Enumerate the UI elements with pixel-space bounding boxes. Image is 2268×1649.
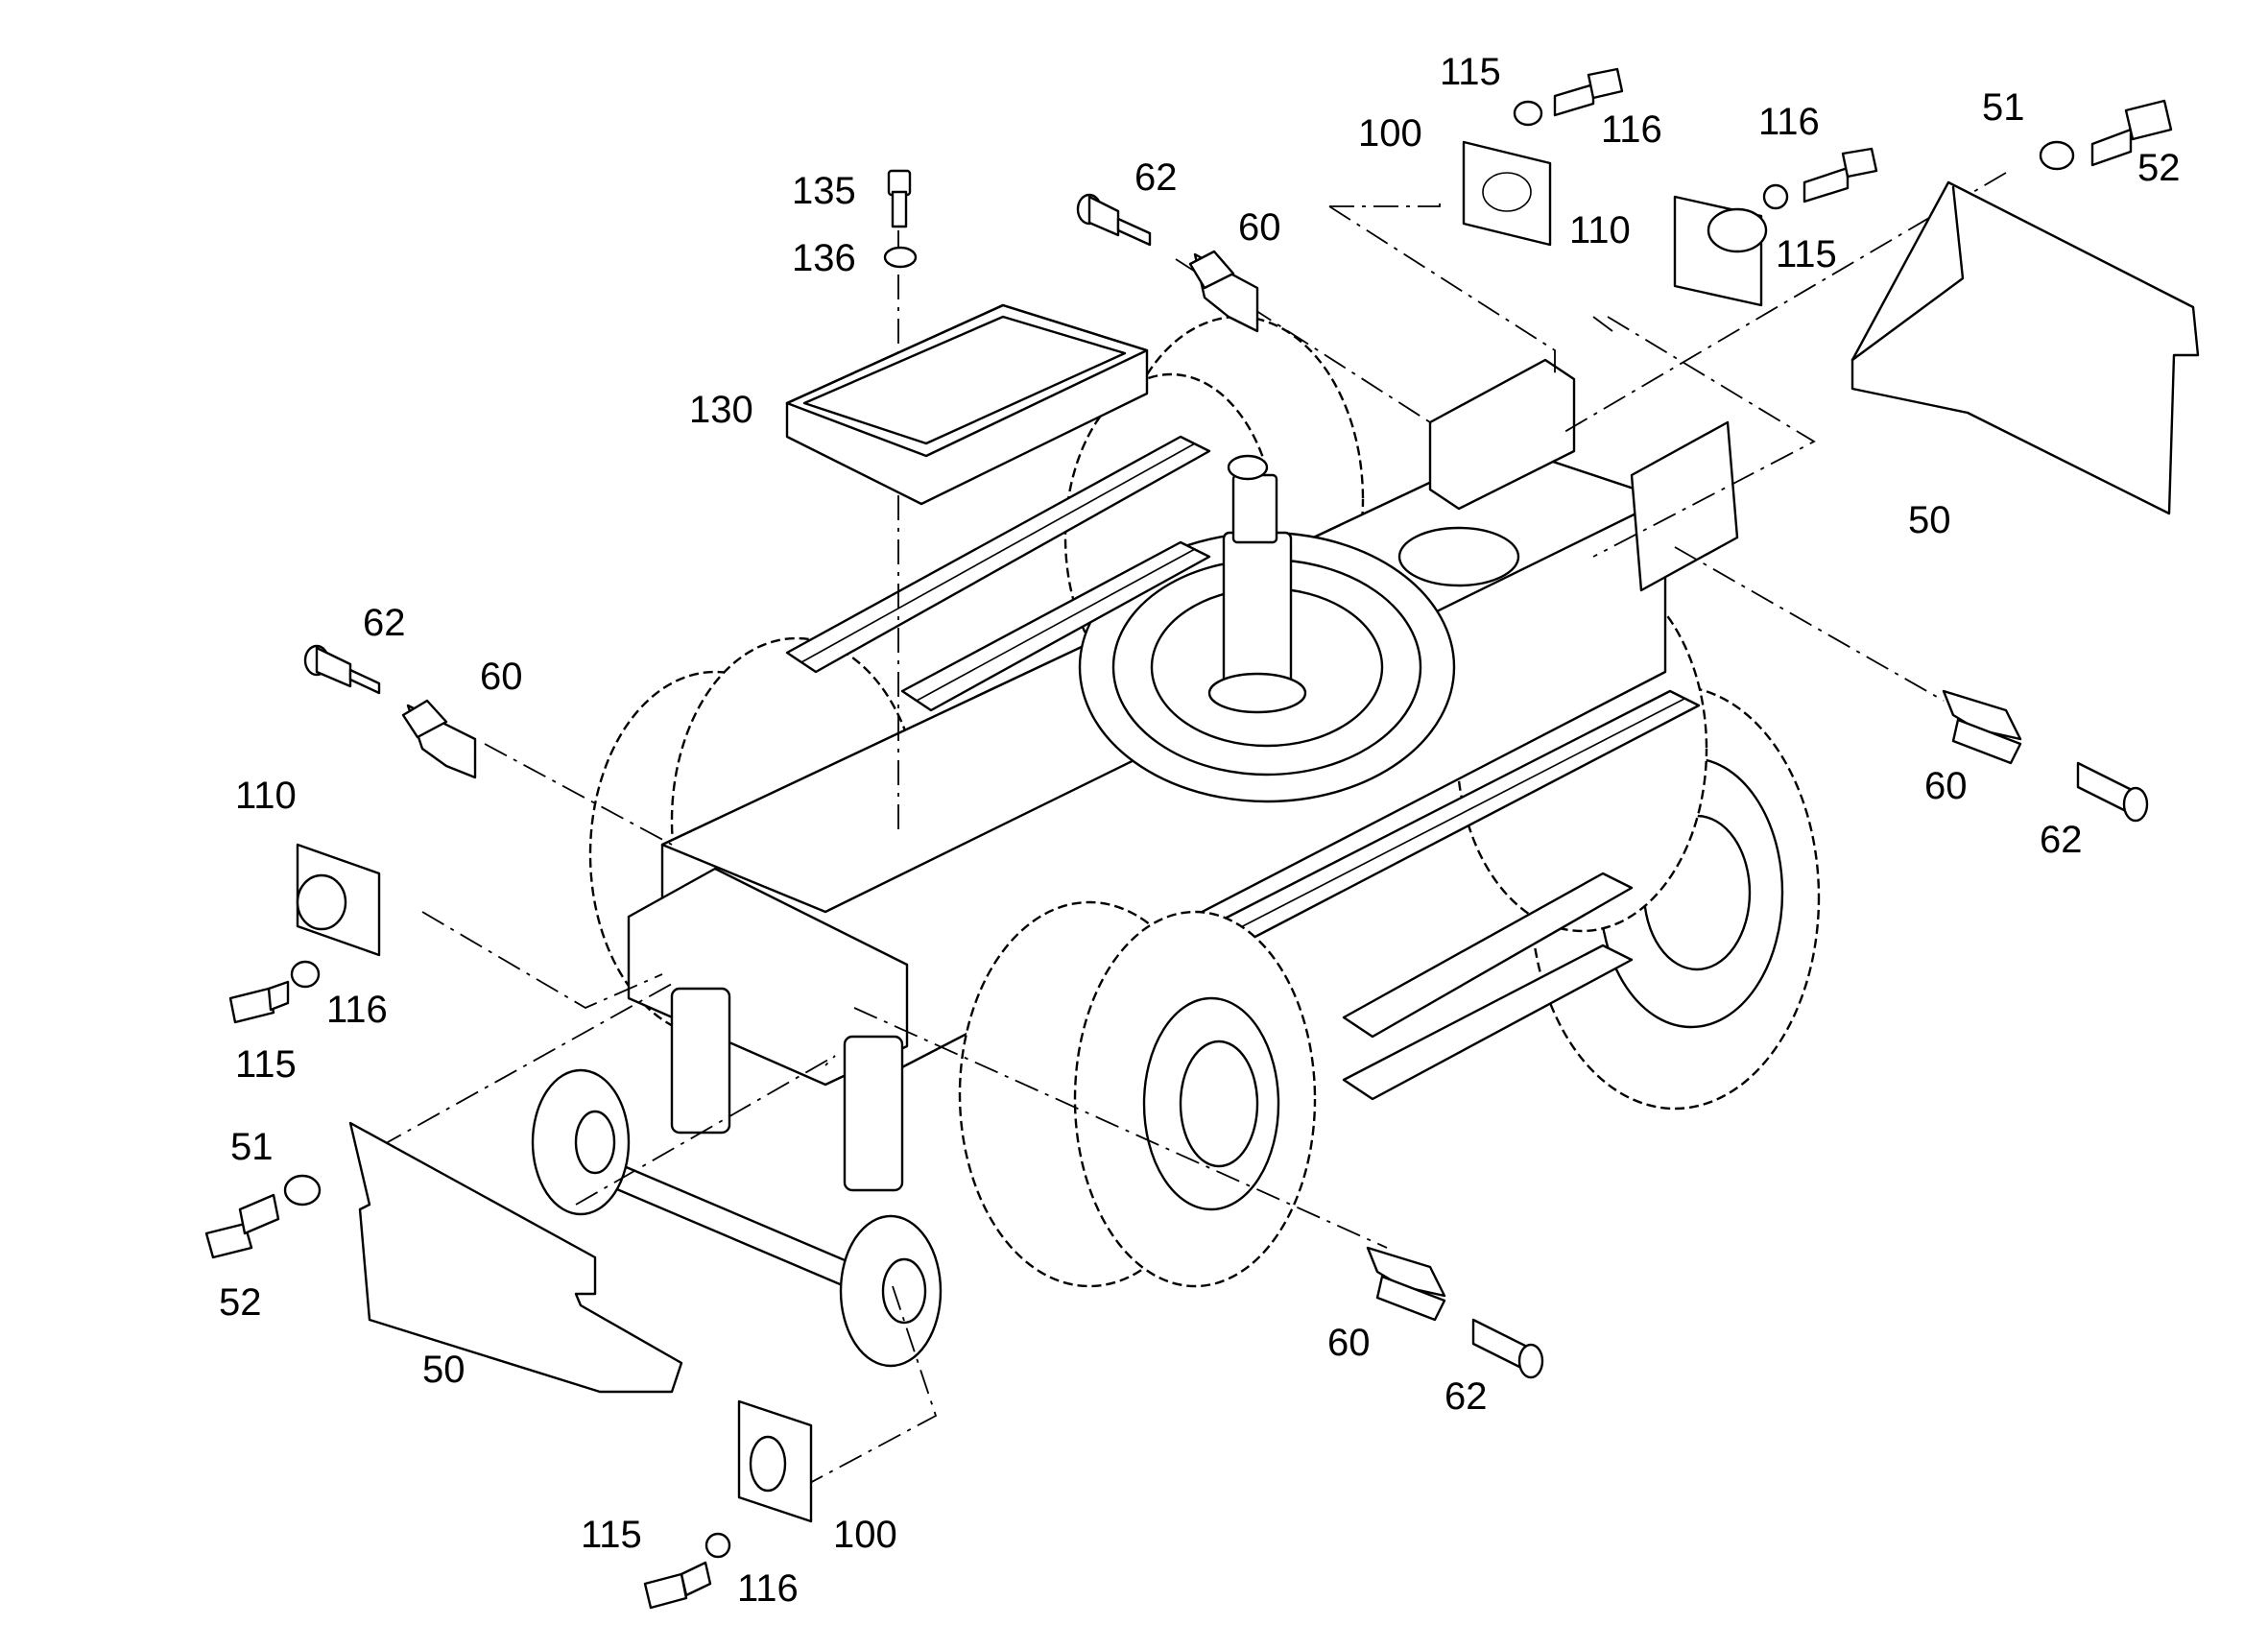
part-116-washer-bottom [704,1532,731,1559]
part-136-washer [883,246,918,269]
wheel-front-right [958,900,1317,1288]
label-115-left: 115 [235,1043,297,1086]
part-110-cover-left [296,843,381,957]
part-100-plate-bottom [737,1399,813,1523]
label-60-right: 60 [1924,765,1968,807]
reference-numbers: 135 136 130 62 60 115 116 100 116 110 11… [219,51,2181,1610]
label-51-right: 51 [1982,86,2025,129]
part-116-bolt-top [1553,67,1624,117]
part-116-washer-left [290,960,321,989]
label-136: 136 [792,237,856,279]
part-115-washer-right [1762,183,1789,210]
part-51-washer-left [283,1174,322,1207]
catwalk-right [1217,689,1701,1101]
label-115-right: 115 [1776,233,1837,275]
part-51-washer-right [2039,140,2075,171]
label-50-left: 50 [422,1349,466,1391]
label-62-left: 62 [363,602,406,644]
part-135-bolt [887,169,912,228]
part-130-tray [785,303,1149,506]
label-116-right: 116 [1758,101,1820,143]
label-52-left: 52 [219,1281,262,1324]
label-116-top: 116 [1601,108,1662,151]
label-115-top: 115 [1440,51,1501,93]
label-100-bottom: 100 [833,1514,897,1556]
label-110-left: 110 [235,775,297,817]
label-60-bottom: 60 [1327,1322,1371,1364]
label-62-right: 62 [2040,819,2083,861]
part-116-bolt-right [1802,147,1878,203]
part-60-clamp-bottom [1366,1246,1446,1322]
chassis-frame [531,315,1821,1368]
part-52-bolt-right [2090,99,2173,167]
label-51-left: 51 [230,1126,274,1168]
label-115-bottom: 115 [581,1514,642,1556]
label-60-top: 60 [1238,206,1281,249]
part-115-bolt-bottom [643,1561,712,1610]
rotary-joint [1207,454,1307,714]
part-60-clamp-left [401,699,477,779]
label-62-top: 62 [1134,156,1178,199]
label-130: 130 [689,389,753,431]
label-100-top: 100 [1358,112,1422,155]
label-135: 135 [792,170,856,212]
part-115-bolt-left [228,980,290,1024]
label-116-left: 116 [326,989,388,1031]
part-62-bolt-left [303,644,381,695]
part-62-bolt-right [2076,761,2149,823]
label-110-top: 110 [1569,209,1631,251]
part-52-bolt-left [204,1193,280,1259]
part-62-bolt-bottom [1471,1318,1544,1379]
part-50-cover-right [1850,180,2200,515]
deck-hatch [1397,526,1520,587]
part-60-clamp-right [1942,689,2022,765]
part-110-cover-top [1673,195,1768,307]
rear-bracket [1428,358,1739,592]
part-50-cover-left [348,1121,683,1394]
label-52-right: 52 [2137,147,2181,189]
label-62-bottom: 62 [1444,1375,1488,1418]
label-60-left: 60 [480,656,523,698]
part-60-clamp-top [1188,250,1259,333]
front-axle-assembly [531,867,943,1368]
part-62-bolt-top [1076,193,1152,247]
label-50-right: 50 [1908,499,1951,541]
catwalk-left [785,435,1211,712]
part-115-washer-top [1513,100,1543,127]
part-100-plate-top [1462,140,1552,247]
label-116-bottom: 116 [737,1567,799,1610]
